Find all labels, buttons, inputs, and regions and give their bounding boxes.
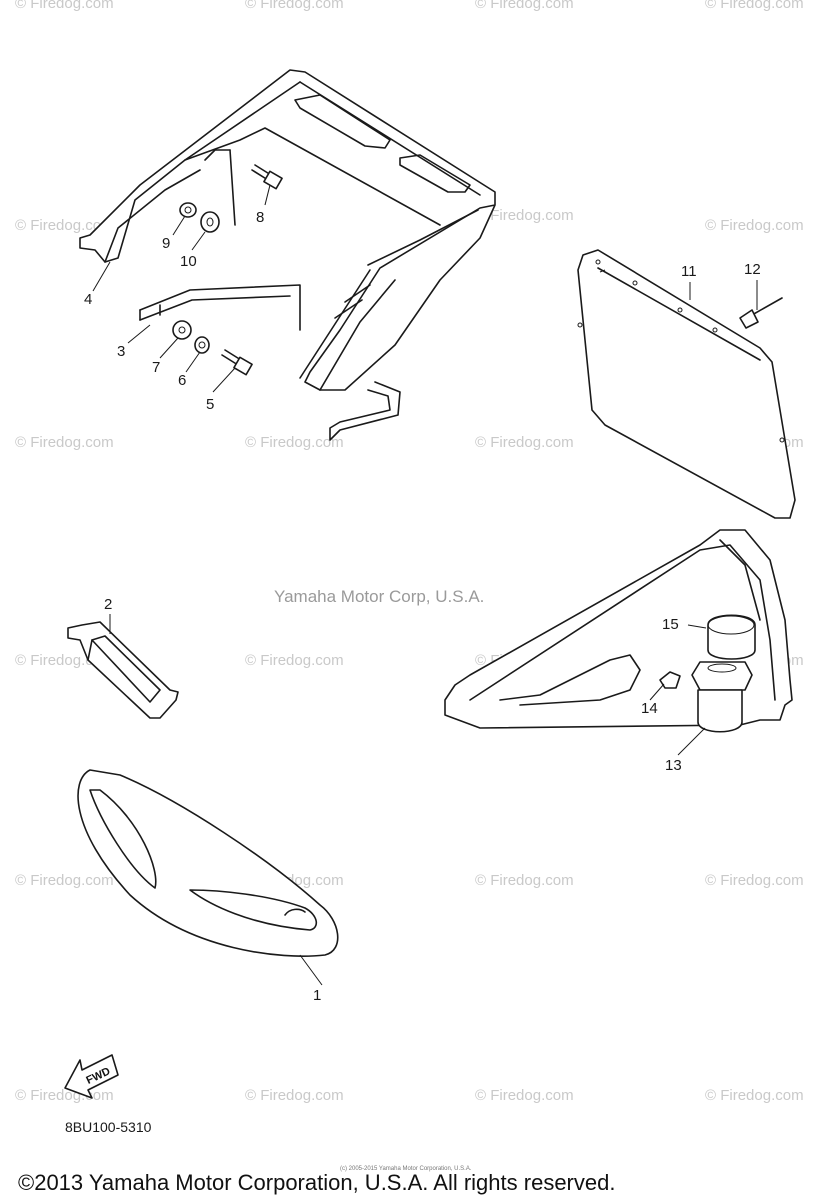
callout-11: 11 xyxy=(681,263,697,280)
part-12-screw xyxy=(739,297,783,329)
callout-10: 10 xyxy=(180,253,197,270)
part-2-grille xyxy=(67,621,179,719)
watermark: © Firedog.com xyxy=(15,872,114,889)
callout-1: 1 xyxy=(313,987,321,1004)
hardware-9 xyxy=(179,202,197,218)
part-1-cover xyxy=(77,769,339,957)
watermark: © Firedog.com xyxy=(15,1087,114,1104)
hardware-5-bolt xyxy=(221,349,253,376)
part-4-frame-cover xyxy=(79,69,496,391)
fwd-arrow: FWD xyxy=(64,1054,119,1099)
part-13-nut xyxy=(691,661,753,733)
callout-2: 2 xyxy=(104,596,112,613)
hardware-8-bolt xyxy=(251,164,283,190)
part-code: 8BU100-5310 xyxy=(65,1119,152,1135)
callout-6: 6 xyxy=(178,372,186,389)
callout-8: 8 xyxy=(256,209,264,226)
hardware-10 xyxy=(200,211,220,233)
small-copyright-text: (c) 2005-2015 Yamaha Motor Corporation, … xyxy=(340,1166,472,1172)
copyright-notice: ©2013 Yamaha Motor Corporation, U.S.A. A… xyxy=(18,1170,615,1195)
part-14-clip xyxy=(659,671,681,689)
watermark: © Firedog.com xyxy=(705,872,804,889)
callout-12: 12 xyxy=(744,261,761,278)
watermark: © Firedog.com xyxy=(15,434,114,451)
callout-14: 14 xyxy=(641,700,658,717)
watermark: © Firedog.com xyxy=(245,1087,344,1104)
watermark: © Firedog.com xyxy=(705,217,804,234)
part-3-bracket xyxy=(139,284,401,441)
watermark: © Firedog.com xyxy=(15,217,114,234)
watermark: © Firedog.com xyxy=(15,0,114,12)
callout-13: 13 xyxy=(665,757,682,774)
callout-5: 5 xyxy=(206,396,214,413)
watermark: © Firedog.com xyxy=(245,434,344,451)
callout-3: 3 xyxy=(117,343,125,360)
callout-4: 4 xyxy=(84,291,92,308)
part-11-panel xyxy=(577,249,796,519)
watermark: © Firedog.com xyxy=(245,652,344,669)
callout-labels: 1 2 3 4 5 6 7 8 9 10 11 12 13 14 15 xyxy=(84,209,761,1004)
watermark: © Firedog.com xyxy=(475,0,574,12)
part-15-grommet xyxy=(707,614,756,660)
watermark: © Firedog.com xyxy=(475,872,574,889)
watermark: © Firedog.com xyxy=(475,1087,574,1104)
leader-lines xyxy=(92,184,758,986)
watermark: © Firedog.com xyxy=(705,0,804,12)
watermark: © Firedog.com xyxy=(475,434,574,451)
watermark: © Firedog.com xyxy=(245,0,344,12)
hardware-6 xyxy=(194,336,210,354)
callout-9: 9 xyxy=(162,235,170,252)
watermark: © Firedog.com xyxy=(475,207,574,224)
center-watermark: Yamaha Motor Corp, U.S.A. xyxy=(274,587,484,606)
callout-7: 7 xyxy=(152,359,160,376)
callout-15: 15 xyxy=(662,616,679,633)
watermark: © Firedog.com xyxy=(705,1087,804,1104)
hardware-7 xyxy=(172,320,192,340)
